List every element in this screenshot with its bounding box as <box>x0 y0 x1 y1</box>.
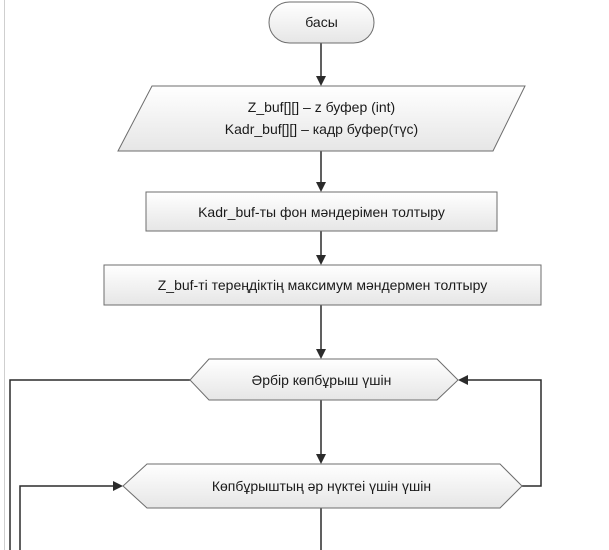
connector-point-loop-back <box>19 481 123 550</box>
start-terminator: басы <box>268 1 375 44</box>
connector-polygon-loop-exit <box>9 379 190 550</box>
process-fill-frame: Kadr_buf-ты фон мәндерімен толтыру <box>145 191 498 232</box>
loop-points-label: Көпбұрыштың әр нүктеі үшін үшін <box>212 478 431 494</box>
process-fill-z: Z_buf-ті тереңдіктің максимум мәндермен … <box>103 264 542 306</box>
connector-points-loop-return <box>458 375 542 487</box>
connector-start-to-io <box>316 43 326 86</box>
process-fill-frame-label: Kadr_buf-ты фон мәндерімен толтыру <box>198 204 445 220</box>
start-label: басы <box>305 14 338 30</box>
loop-polygons: Әрбір көпбұрыш үшін <box>189 358 459 401</box>
connector-loop-polygons-to-loop-points <box>316 400 326 464</box>
loop-polygons-label: Әрбір көпбұрыш үшін <box>252 372 392 388</box>
loop-points: Көпбұрыштың әр нүктеі үшін үшін <box>122 463 523 509</box>
connector-io-to-fill-frame <box>316 151 326 192</box>
io-parallelogram: Z_buf[][] – z буфер (int) Kadr_buf[][] –… <box>117 85 526 152</box>
io-line-2: Kadr_buf[][] – кадр буфер(түс) <box>225 121 418 137</box>
connector-fill-z-to-loop-polygons <box>316 305 326 359</box>
process-fill-z-label: Z_buf-ті тереңдіктің максимум мәндермен … <box>158 277 488 293</box>
io-line-1: Z_buf[][] – z буфер (int) <box>248 99 395 115</box>
connector-fill-frame-to-fill-z <box>316 231 326 265</box>
